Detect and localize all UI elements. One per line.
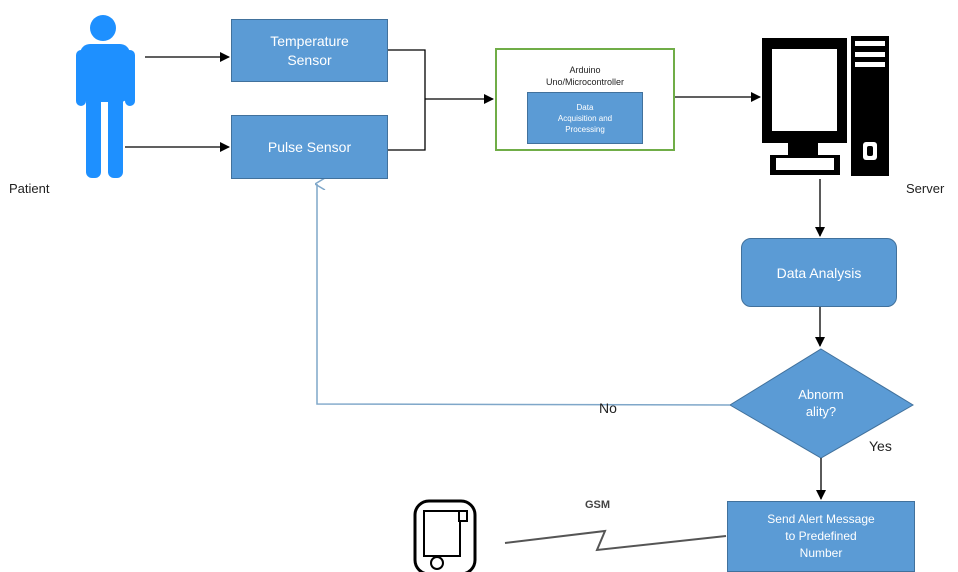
lightning-signal-icon (504, 529, 727, 552)
send-alert-box: Send Alert Message to Predefined Number (727, 501, 915, 572)
server-label: Server (906, 181, 945, 196)
computer-icon (762, 36, 889, 176)
person-icon (76, 15, 135, 178)
mobile-phone-icon (413, 499, 477, 572)
connector-temperature-merge (388, 49, 426, 151)
no-label: No (599, 400, 617, 416)
gsm-label: GSM (585, 499, 611, 511)
abnormality-label: Abnorm ality? (798, 387, 844, 419)
yes-label: Yes (869, 438, 892, 454)
data-acquisition-box: Data Acquisition and Processing (527, 92, 643, 144)
feedback-no-line (317, 184, 731, 406)
pulse-sensor-box: Pulse Sensor (231, 115, 388, 179)
patient-label: Patient (9, 181, 50, 196)
data-analysis-box: Data Analysis (741, 238, 897, 307)
arduino-label: Arduino Uno/Microcontroller (545, 65, 625, 87)
temperature-sensor-box: Temperature Sensor (231, 19, 388, 82)
